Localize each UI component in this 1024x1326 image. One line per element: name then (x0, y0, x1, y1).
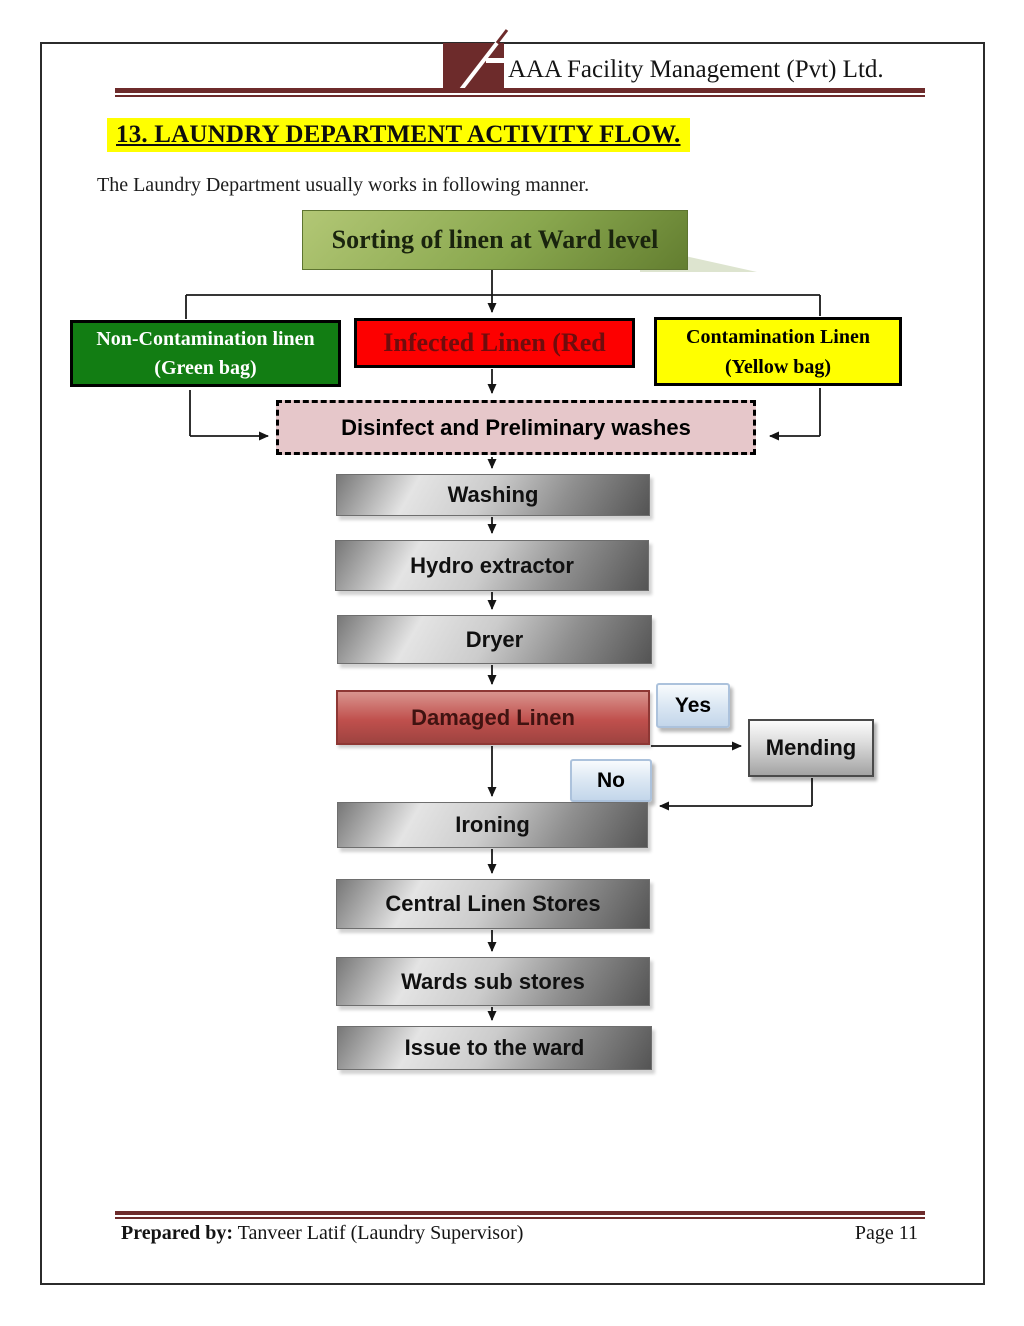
node-hydro-extractor: Hydro extractor (335, 540, 649, 591)
node-infected-linen: Infected Linen (Red (354, 318, 635, 368)
decision-no-tag: No (570, 759, 652, 802)
prepared-by: Prepared by: Tanveer Latif (Laundry Supe… (121, 1222, 523, 1245)
header-rule-thick (115, 88, 925, 93)
footer-rule-thin (115, 1217, 925, 1219)
node-wards-sub-stores: Wards sub stores (336, 957, 650, 1006)
node-contamination-linen: Contamination Linen (Yellow bag) (654, 317, 902, 386)
node-non-contamination-linen: Non-Contamination linen (Green bag) (70, 320, 341, 387)
node-damaged-linen: Damaged Linen (336, 690, 650, 745)
section-title: 13. LAUNDRY DEPARTMENT ACTIVITY FLOW. (107, 118, 690, 152)
contamination-line2: (Yellow bag) (724, 355, 832, 378)
node-dryer: Dryer (337, 615, 652, 664)
prepared-by-name: Tanveer Latif (Laundry Supervisor) (233, 1222, 524, 1244)
node-issue-to-the-ward: Issue to the ward (337, 1026, 652, 1070)
node-ironing: Ironing (337, 802, 648, 848)
non-contamination-line1: Non-Contamination linen (96, 327, 315, 350)
prepared-by-label: Prepared by: (121, 1222, 234, 1244)
contamination-line1: Contamination Linen (686, 325, 870, 348)
decision-yes-tag: Yes (656, 683, 730, 728)
node-central-linen-stores: Central Linen Stores (336, 879, 650, 929)
page-number: Page 11 (854, 1222, 918, 1244)
company-name: AAA Facility Management (Pvt) Ltd. (508, 56, 884, 83)
footer-rule-thick (115, 1211, 925, 1215)
node-sorting-of-linen: Sorting of linen at Ward level (302, 210, 688, 270)
intro-text: The Laundry Department usually works in … (97, 174, 590, 196)
node-washing: Washing (336, 474, 650, 516)
non-contamination-line2: (Green bag) (154, 356, 257, 379)
node-disinfect-preliminary-washes: Disinfect and Preliminary washes (276, 400, 756, 455)
node-mending: Mending (748, 719, 874, 777)
header-rule-thin (115, 95, 925, 97)
company-logo-icon (443, 29, 509, 93)
